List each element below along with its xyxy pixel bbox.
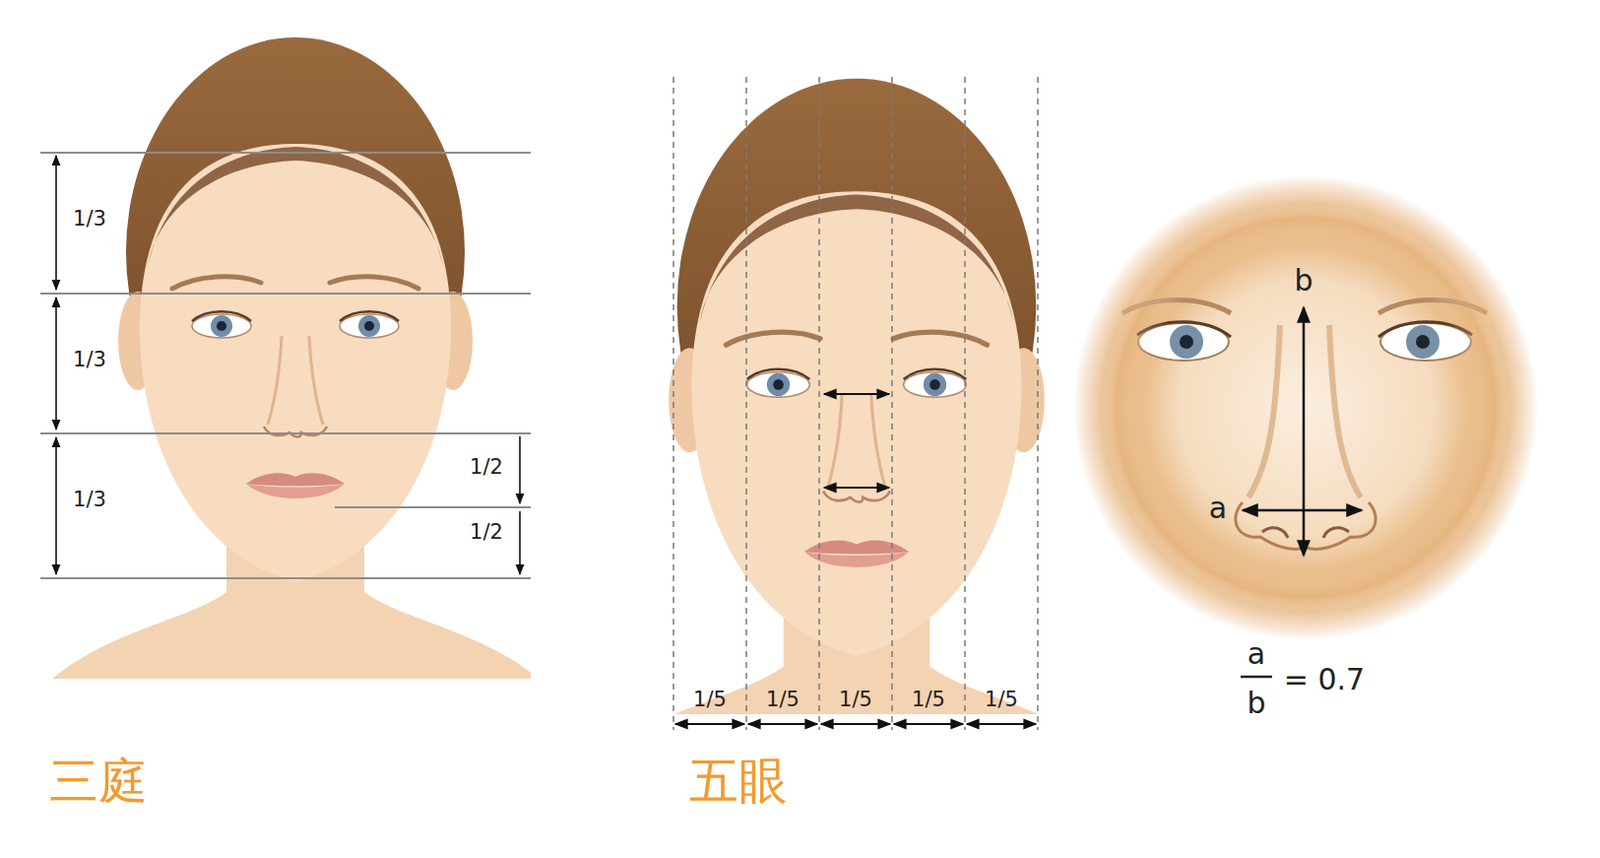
fraction-numerator: a <box>1247 637 1266 670</box>
guide-lines <box>673 76 1038 730</box>
fraction-denominator: b <box>1246 686 1266 719</box>
dimension-arrows <box>1242 307 1362 556</box>
dimension-arrows <box>675 393 1036 724</box>
dimension-label: b <box>1293 263 1313 297</box>
face-illustration <box>39 37 531 679</box>
dimension-label: a <box>1209 491 1227 524</box>
panel-caption: 五眼 <box>689 754 788 809</box>
dimension-label: 1/5 <box>838 688 873 711</box>
dimension-label: 1/5 <box>766 688 800 711</box>
dimension-arrows <box>56 155 520 575</box>
fraction-bar <box>1240 675 1273 679</box>
dimension-label: 1/3 <box>72 207 107 231</box>
face-illustration <box>640 78 1054 714</box>
dimension-label: 1/2 <box>469 455 504 479</box>
dimension-label: 1/5 <box>984 688 1019 711</box>
guide-lines <box>40 152 531 578</box>
nose-illustration <box>1073 175 1538 640</box>
dimension-label: 1/3 <box>72 348 107 372</box>
panel-caption: 三庭 <box>49 754 148 809</box>
dimension-label: 1/5 <box>693 688 727 711</box>
ratio-value: = 0.7 <box>1283 662 1365 696</box>
dimension-label: 1/3 <box>72 488 107 512</box>
dimension-label: 1/2 <box>469 520 504 544</box>
dimension-label: 1/5 <box>911 688 946 711</box>
